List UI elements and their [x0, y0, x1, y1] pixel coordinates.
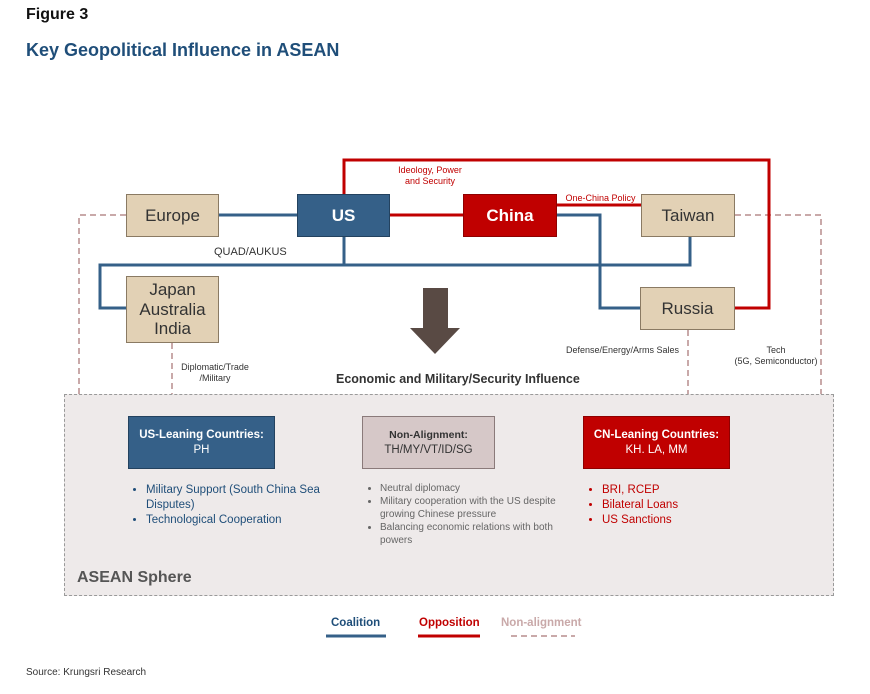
quad-aukus-label: QUAD/AUKUS [214, 246, 287, 258]
node-india-label: India [154, 319, 191, 339]
non-alignment-box: Non-Alignment: TH/MY/VT/ID/SG [362, 416, 495, 469]
legend-non-alignment-label: Non-alignment [501, 617, 582, 629]
ideology-label-line-2: and Security [404, 175, 456, 186]
list-item: Neutral diplomacy [380, 482, 570, 495]
europe-asean-dashed-line [78, 214, 126, 394]
cn-leaning-title: CN-Leaning Countries: [593, 429, 720, 441]
us-japan-line [98, 263, 344, 310]
china-russia-line [557, 213, 640, 310]
us-leaning-box: US-Leaning Countries: PH [128, 416, 275, 469]
list-item: Technological Cooperation [146, 513, 336, 528]
influence-arrow [410, 288, 460, 354]
legend-non-alignment-line [511, 635, 575, 637]
non-alignment-value: TH/MY/VT/ID/SG [384, 444, 473, 456]
list-item: Balancing economic relations with both p… [380, 521, 570, 547]
legend-opposition-line [418, 634, 480, 638]
diplomatic-label-line-2: /Military [199, 372, 231, 383]
diplomatic-label: Diplomatic/Trade /Military [172, 362, 258, 384]
non-alignment-title: Non-Alignment: [389, 429, 468, 441]
tech-label-line-1: Tech [766, 345, 786, 355]
us-leaning-title: US-Leaning Countries: [139, 429, 264, 441]
taiwan-asean-dashed-line [735, 214, 822, 394]
legend-opposition-label: Opposition [419, 617, 480, 629]
legend-coalition-line [326, 634, 386, 638]
node-us: US [297, 194, 390, 237]
node-taiwan: Taiwan [641, 194, 735, 237]
defense-label: Defense/Energy/Arms Sales [565, 345, 680, 355]
tech-label-line-2: (5G, Semiconductor) [734, 355, 818, 366]
non-alignment-bullets: Neutral diplomacy Military cooperation w… [362, 482, 570, 547]
diplomatic-label-line-1: Diplomatic/Trade [181, 362, 249, 372]
cn-leaning-bullets: BRI, RCEP Bilateral Loans US Sanctions [584, 483, 752, 528]
source-note: Source: Krungsri Research [26, 667, 147, 678]
one-china-label: One-China Policy [565, 193, 636, 203]
figure-label: Figure 3 [26, 6, 89, 23]
cn-leaning-box: CN-Leaning Countries: KH. LA, MM [583, 416, 730, 469]
list-item: Military cooperation with the US despite… [380, 495, 570, 521]
list-item: US Sanctions [602, 513, 752, 528]
list-item: Bilateral Loans [602, 498, 752, 513]
us-leaning-bullets: Military Support (South China Sea Disput… [128, 483, 336, 528]
node-australia-label: Australia [139, 299, 206, 319]
ideology-line [342, 158, 771, 310]
influence-label: Economic and Military/Security Influence [336, 372, 580, 386]
list-item: Military Support (South China Sea Disput… [146, 483, 336, 513]
cn-leaning-value: KH. LA, MM [625, 444, 688, 456]
tech-label: Tech (5G, Semiconductor) [731, 345, 821, 367]
page-title: Key Geopolitical Influence in ASEAN [26, 40, 340, 60]
ideology-label: Ideology, Power and Security [380, 165, 480, 187]
list-item: BRI, RCEP [602, 483, 752, 498]
node-japan-label: Japan [149, 280, 196, 300]
node-europe: Europe [126, 194, 219, 237]
legend-coalition-label: Coalition [331, 617, 381, 629]
ideology-label-line-1: Ideology, Power [398, 165, 462, 175]
us-leaning-value: PH [193, 444, 210, 456]
asean-sphere-label: ASEAN Sphere [77, 569, 192, 586]
node-russia: Russia [640, 287, 735, 330]
quad-aukus-line [342, 237, 692, 267]
node-china: China [463, 194, 557, 237]
node-japan-australia-india: Japan Australia India [126, 276, 219, 343]
